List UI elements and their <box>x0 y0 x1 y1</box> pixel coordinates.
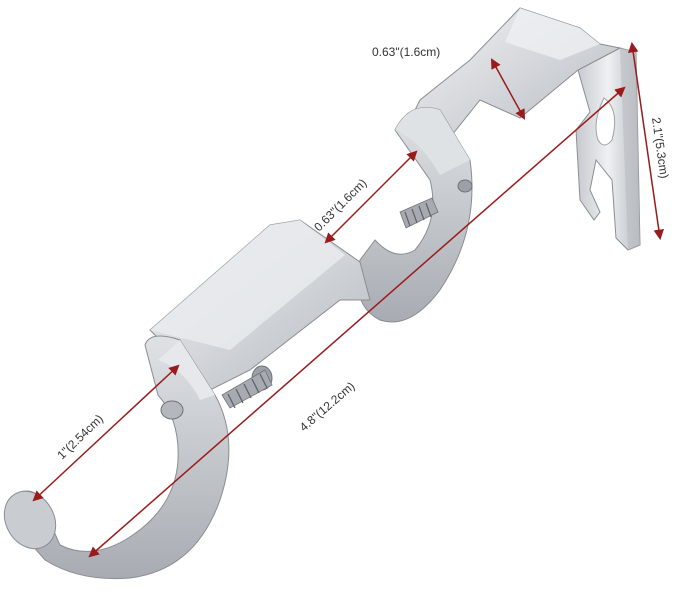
top-width-label: 0.63"(1.6cm) <box>372 45 440 59</box>
front-hook <box>3 335 230 580</box>
plate-height-arrow <box>628 41 664 241</box>
mounting-plate <box>575 47 641 251</box>
plate-height-label: 2.1"(5.3cm) <box>649 116 671 179</box>
hook-diameter-arrow <box>32 364 180 502</box>
total-length-label: 4.8"(12.2cm) <box>297 379 358 434</box>
total-length-arrow <box>88 86 626 558</box>
hook-diameter-label: 1"(2.54cm) <box>54 412 106 463</box>
dimension-arrows <box>32 41 664 558</box>
gap-width-label: 0.63"(1.6cm) <box>311 176 369 234</box>
